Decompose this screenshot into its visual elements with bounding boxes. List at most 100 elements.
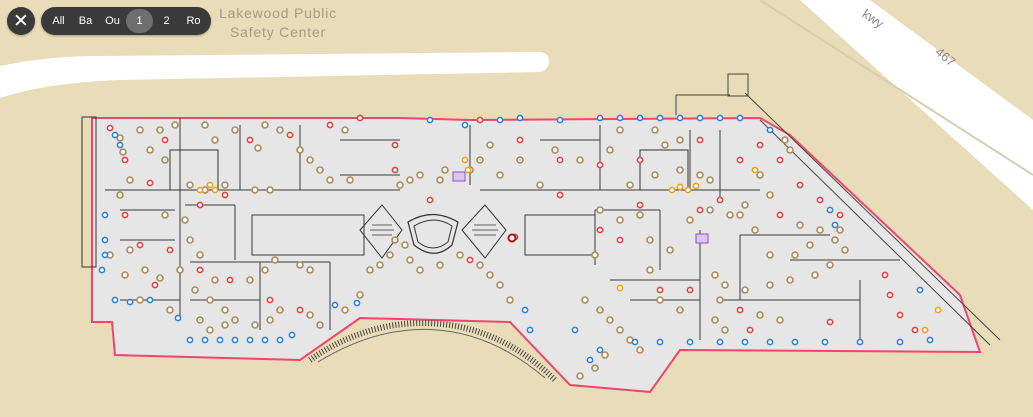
camera-marker[interactable] — [616, 126, 624, 134]
blue-poi-marker[interactable] — [186, 336, 194, 344]
camera-marker[interactable] — [251, 321, 259, 329]
blue-poi-marker[interactable] — [586, 356, 594, 364]
red-poi-marker[interactable] — [286, 131, 294, 139]
orange-poi-marker[interactable] — [196, 186, 204, 194]
selected-poi-marker[interactable] — [507, 233, 517, 243]
elevator-marker-north[interactable] — [452, 171, 466, 182]
camera-marker[interactable] — [791, 251, 799, 259]
red-poi-marker[interactable] — [736, 306, 744, 314]
blue-poi-marker[interactable] — [174, 314, 182, 322]
camera-marker[interactable] — [246, 276, 254, 284]
camera-marker[interactable] — [341, 126, 349, 134]
camera-marker[interactable] — [756, 171, 764, 179]
blue-poi-marker[interactable] — [556, 116, 564, 124]
blue-poi-marker[interactable] — [916, 286, 924, 294]
red-poi-marker[interactable] — [736, 156, 744, 164]
camera-marker[interactable] — [576, 156, 584, 164]
red-poi-marker[interactable] — [121, 156, 129, 164]
orange-poi-marker[interactable] — [464, 166, 472, 174]
red-poi-marker[interactable] — [426, 196, 434, 204]
camera-marker[interactable] — [391, 236, 399, 244]
camera-marker[interactable] — [206, 296, 214, 304]
camera-marker[interactable] — [211, 136, 219, 144]
camera-marker[interactable] — [306, 266, 314, 274]
camera-marker[interactable] — [396, 181, 404, 189]
camera-marker[interactable] — [741, 286, 749, 294]
poi-markers[interactable] — [98, 114, 942, 380]
camera-marker[interactable] — [121, 271, 129, 279]
blue-poi-marker[interactable] — [521, 306, 529, 314]
blue-poi-marker[interactable] — [716, 114, 724, 122]
camera-marker[interactable] — [306, 311, 314, 319]
camera-marker[interactable] — [146, 146, 154, 154]
red-poi-marker[interactable] — [776, 156, 784, 164]
camera-marker[interactable] — [296, 146, 304, 154]
red-poi-marker[interactable] — [221, 191, 229, 199]
camera-marker[interactable] — [496, 171, 504, 179]
camera-marker[interactable] — [646, 266, 654, 274]
camera-marker[interactable] — [766, 281, 774, 289]
blue-poi-marker[interactable] — [596, 114, 604, 122]
camera-marker[interactable] — [231, 126, 239, 134]
camera-marker[interactable] — [116, 134, 124, 142]
camera-marker[interactable] — [476, 156, 484, 164]
blue-poi-marker[interactable] — [596, 346, 604, 354]
camera-marker[interactable] — [496, 281, 504, 289]
camera-marker[interactable] — [806, 241, 814, 249]
camera-marker[interactable] — [766, 251, 774, 259]
camera-marker[interactable] — [156, 274, 164, 282]
camera-marker[interactable] — [536, 181, 544, 189]
red-poi-marker[interactable] — [826, 318, 834, 326]
camera-marker[interactable] — [221, 321, 229, 329]
red-poi-marker[interactable] — [161, 136, 169, 144]
camera-marker[interactable] — [831, 236, 839, 244]
camera-marker[interactable] — [596, 306, 604, 314]
camera-marker[interactable] — [591, 364, 599, 372]
camera-marker[interactable] — [191, 286, 199, 294]
elevator-marker-east[interactable] — [695, 233, 709, 244]
camera-marker[interactable] — [781, 136, 789, 144]
red-poi-marker[interactable] — [616, 236, 624, 244]
red-poi-marker[interactable] — [391, 141, 399, 149]
red-poi-marker[interactable] — [476, 116, 484, 124]
blue-poi-marker[interactable] — [116, 141, 124, 149]
camera-marker[interactable] — [296, 261, 304, 269]
camera-marker[interactable] — [506, 296, 514, 304]
camera-marker[interactable] — [646, 236, 654, 244]
red-poi-marker[interactable] — [656, 286, 664, 294]
camera-marker[interactable] — [201, 121, 209, 129]
orange-poi-marker[interactable] — [751, 166, 759, 174]
camera-marker[interactable] — [486, 141, 494, 149]
camera-marker[interactable] — [436, 261, 444, 269]
camera-marker[interactable] — [161, 156, 169, 164]
blue-poi-marker[interactable] — [231, 336, 239, 344]
camera-marker[interactable] — [841, 246, 849, 254]
camera-marker[interactable] — [186, 181, 194, 189]
camera-marker[interactable] — [636, 211, 644, 219]
floor-button-ou[interactable]: Ou — [105, 15, 120, 27]
red-poi-marker[interactable] — [266, 296, 274, 304]
orange-poi-marker[interactable] — [211, 186, 219, 194]
camera-marker[interactable] — [166, 306, 174, 314]
camera-marker[interactable] — [606, 146, 614, 154]
camera-marker[interactable] — [186, 236, 194, 244]
camera-marker[interactable] — [796, 221, 804, 229]
red-poi-marker[interactable] — [196, 266, 204, 274]
orange-poi-marker[interactable] — [676, 183, 684, 191]
camera-marker[interactable] — [661, 141, 669, 149]
camera-marker[interactable] — [676, 136, 684, 144]
red-poi-marker[interactable] — [911, 326, 919, 334]
camera-marker[interactable] — [206, 326, 214, 334]
blue-poi-marker[interactable] — [98, 266, 106, 274]
camera-marker[interactable] — [276, 306, 284, 314]
blue-poi-marker[interactable] — [856, 338, 864, 346]
camera-marker[interactable] — [736, 211, 744, 219]
red-poi-marker[interactable] — [151, 281, 159, 289]
blue-poi-marker[interactable] — [896, 338, 904, 346]
camera-marker[interactable] — [686, 216, 694, 224]
blue-poi-marker[interactable] — [201, 336, 209, 344]
camera-marker[interactable] — [251, 186, 259, 194]
camera-marker[interactable] — [356, 291, 364, 299]
camera-marker[interactable] — [591, 251, 599, 259]
